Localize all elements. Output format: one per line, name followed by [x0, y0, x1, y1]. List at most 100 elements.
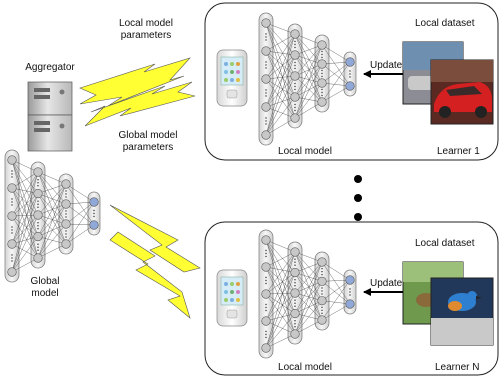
- ellipsis-dot: [265, 64, 267, 66]
- connection: [265, 22, 296, 77]
- ellipsis-dot: [265, 249, 267, 252]
- ellipsis-dot: [37, 228, 39, 230]
- node: [261, 235, 271, 245]
- aggregator-label: Aggregator: [25, 62, 75, 73]
- connection: [294, 300, 323, 335]
- connection: [265, 50, 296, 56]
- connection: [37, 236, 67, 245]
- connection: [321, 279, 351, 321]
- ellipsis-dot: [294, 88, 296, 91]
- ellipsis-dot: [294, 82, 296, 85]
- connection: [37, 183, 67, 259]
- connection: [265, 106, 296, 119]
- ellipsis-dot: [294, 302, 296, 304]
- connection: [294, 33, 323, 103]
- global-model-network: [4, 149, 101, 283]
- connection: [37, 183, 67, 216]
- node: [317, 276, 327, 286]
- connection: [265, 292, 296, 322]
- connection: [265, 292, 296, 349]
- connection: [37, 183, 67, 194]
- ellipsis-dot: [37, 243, 39, 245]
- connection: [37, 171, 67, 245]
- connection: [265, 239, 296, 294]
- lightning-from-learner-n: [109, 231, 191, 319]
- ellipsis-dot: [11, 204, 13, 206]
- connection: [37, 243, 67, 259]
- output-node: [345, 275, 355, 285]
- node: [317, 315, 327, 325]
- connection: [294, 63, 323, 98]
- ellipsis-dot: [321, 309, 323, 312]
- connection: [265, 22, 296, 35]
- connection: [321, 63, 351, 87]
- connection: [294, 44, 323, 98]
- node: [317, 59, 327, 69]
- ellipsis-dot: [65, 193, 67, 195]
- learner-1-model-label: Local model: [278, 146, 332, 157]
- connection: [265, 266, 296, 314]
- ellipsis-dot: [294, 61, 296, 64]
- connection: [294, 281, 323, 314]
- connection: [37, 193, 67, 225]
- connection: [11, 243, 39, 259]
- node: [290, 113, 300, 123]
- connection: [294, 251, 323, 282]
- ellipsis-dot: [265, 306, 267, 309]
- ellipsis-dot: [294, 285, 296, 287]
- ellipsis-dot: [294, 67, 296, 70]
- ellipsis-dot: [265, 89, 267, 91]
- ellipsis-dot: [321, 72, 323, 75]
- connection: [11, 159, 39, 173]
- connection: [37, 171, 67, 205]
- output-node: [345, 57, 355, 67]
- connection: [294, 272, 323, 282]
- node: [33, 231, 43, 242]
- ellipsis-dot: [37, 200, 39, 202]
- connection: [265, 75, 296, 136]
- connection: [11, 215, 39, 237]
- ellipsis-dot: [265, 39, 267, 41]
- ellipsis-dot: [265, 61, 267, 63]
- ellipsis-dot: [349, 76, 351, 78]
- ellipsis-dot: [294, 85, 296, 88]
- connection: [294, 75, 323, 103]
- connection: [265, 251, 296, 349]
- ellipsis-dot: [294, 279, 296, 281]
- ellipsis-dot: [349, 73, 351, 75]
- connection: [65, 201, 95, 245]
- connection: [321, 303, 351, 321]
- connection: [294, 82, 323, 98]
- connection: [321, 44, 351, 63]
- ellipsis-dot: [265, 36, 267, 38]
- connection: [321, 85, 351, 103]
- node: [290, 71, 300, 81]
- learner-n-phone-icon: [216, 269, 248, 327]
- ellipsis-dot: [294, 40, 296, 43]
- learner-1-local-model-network: [258, 12, 357, 146]
- node: [33, 167, 43, 177]
- ellipsis-dot: [37, 249, 39, 251]
- connection: [294, 261, 323, 314]
- connection: [294, 44, 323, 119]
- node: [290, 308, 300, 319]
- node: [61, 199, 71, 209]
- connection: [321, 44, 351, 87]
- connection: [37, 223, 67, 259]
- learner-n-dataset-image: [402, 261, 494, 346]
- connection: [294, 33, 323, 46]
- ellipsis-dot: [294, 106, 296, 109]
- connection: [265, 239, 296, 273]
- ellipsis-dot: [294, 282, 296, 284]
- ellipsis-dot: [265, 67, 267, 69]
- ellipsis-dot: [321, 290, 323, 292]
- ellipsis-dot: [321, 56, 323, 59]
- node: [290, 29, 300, 39]
- connection: [294, 75, 323, 84]
- ellipsis-dot: [11, 198, 13, 200]
- connection: [265, 239, 296, 335]
- connection: [294, 54, 323, 103]
- ellipsis-dot: [265, 33, 267, 35]
- ellipsis-dot: [265, 309, 267, 312]
